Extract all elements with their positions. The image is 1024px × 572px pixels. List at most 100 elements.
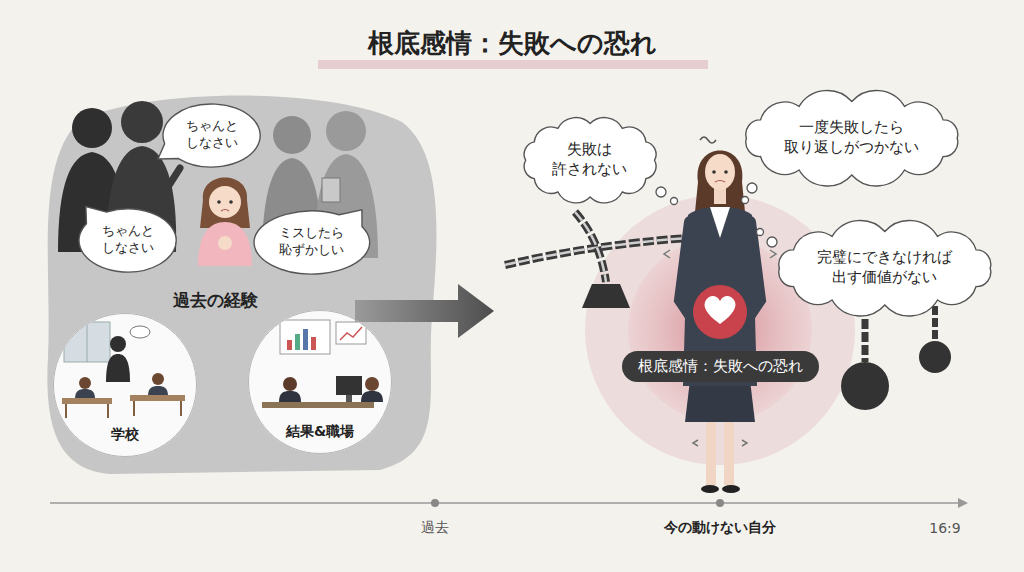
emotion-aura [585,195,855,465]
node-text: 学校 [108,426,142,444]
watching-figures [314,154,378,258]
frozen-woman [724,170,728,174]
workplace-scene [262,402,374,408]
anxious-girl [209,186,241,218]
thought-trail [656,187,666,197]
timeline-label: 今の動けない自分 [664,519,776,537]
node-text: 根底感情：失敗への恐れ [638,357,803,376]
frozen-woman [740,222,760,330]
anxious-girl [200,178,250,229]
frozen-woman [685,380,755,422]
school-scene [64,322,110,362]
frozen-woman [714,188,726,204]
label-holder: 16:9 [929,520,960,536]
scolding-figures [72,108,112,148]
frozen-woman [724,405,734,485]
frozen-woman [693,440,698,446]
node-text: 一度失敗したら 取り返しがつかない [780,118,924,157]
emotion-aura [585,195,855,465]
frozen-woman [710,207,730,238]
chains [505,212,951,410]
speech-bubble: ちゃんと しなさい [79,209,176,272]
frozen-woman [700,137,716,143]
frozen-woman [680,222,700,330]
school-scene [133,401,135,416]
school-scene [148,386,168,396]
chains [919,341,951,373]
workplace-scene [336,322,366,344]
school-scene [180,401,182,416]
speech-bubble: ちゃんと しなさい [163,104,260,167]
anxious-girl [221,210,229,212]
heart-badge [705,296,736,324]
workplace-scene [336,376,362,395]
node-outline-path [254,209,370,273]
anxious-girl [198,178,252,267]
anxious-girl [198,222,252,266]
emotion-aura [628,238,812,422]
thought-bubble: 一度失敗したら 取り返しがつかない [742,100,962,176]
scene-circle-fill [53,313,197,457]
scene-circle: 結果&職場 [248,310,392,454]
watching-figures [273,116,311,154]
node-text: ちゃんと しなさい [98,223,158,257]
timeline-label: 16:9 [929,520,960,536]
diagram-title: 根底感情：失敗への恐れ [368,26,657,61]
frozen-woman [701,485,719,493]
frozen-woman [770,250,776,258]
title-underline [318,60,708,69]
scolding-figures [166,168,180,190]
scene-circle-fill [248,310,392,454]
workplace-scene [283,377,297,391]
thought-trail [747,183,757,193]
school-scene [152,373,164,385]
school-scene [106,354,130,382]
chains [575,212,606,282]
timeline [50,498,968,508]
heart-badge [693,285,747,339]
watching-figures [262,111,378,258]
timeline [431,499,439,507]
frozen-woman [712,170,716,174]
frozen-woman [715,181,725,183]
timeline [50,502,958,504]
timeline-label: 過去 [421,519,449,537]
chains [932,306,938,342]
node-text: ミスしたら 恥ずかしい [276,225,349,259]
scolding-figures [58,101,180,252]
workplace-scene [346,395,352,402]
thought-trail [656,183,777,247]
node-text: 過去の経験 [173,289,258,312]
frozen-woman [694,151,746,223]
anxious-girl [218,236,232,250]
node-outline-path [779,220,991,315]
scolding-figures [58,152,126,252]
workplace-scene [303,329,308,350]
timeline [958,498,968,508]
node-text: ちゃんと しなさい [182,118,242,152]
school-scene [107,404,109,418]
anxious-girl [229,200,233,204]
timeline [716,499,724,507]
frozen-woman [722,485,740,493]
node-text: 完璧にできなければ 出す価値がない [813,248,957,287]
school-scene [62,398,112,404]
scolding-figures [121,101,163,143]
workplace-scene [365,377,379,391]
speech-bubble: ミスしたら 恥ずかしい [254,211,370,274]
node-outline-path [746,90,958,185]
workplace-scene [280,320,330,354]
workplace-scene [295,334,300,350]
school-scene [110,336,126,352]
workplace-scene [340,327,362,340]
watching-figures [262,158,322,258]
node-outline-path [79,206,176,271]
workplace-scene [279,391,301,402]
chains [505,238,688,265]
chains [862,306,869,362]
school-scene [130,326,150,338]
scene-circle: 学校 [53,313,197,457]
label-holder: 今の動けない自分 [664,519,776,537]
frozen-woman [742,440,747,446]
